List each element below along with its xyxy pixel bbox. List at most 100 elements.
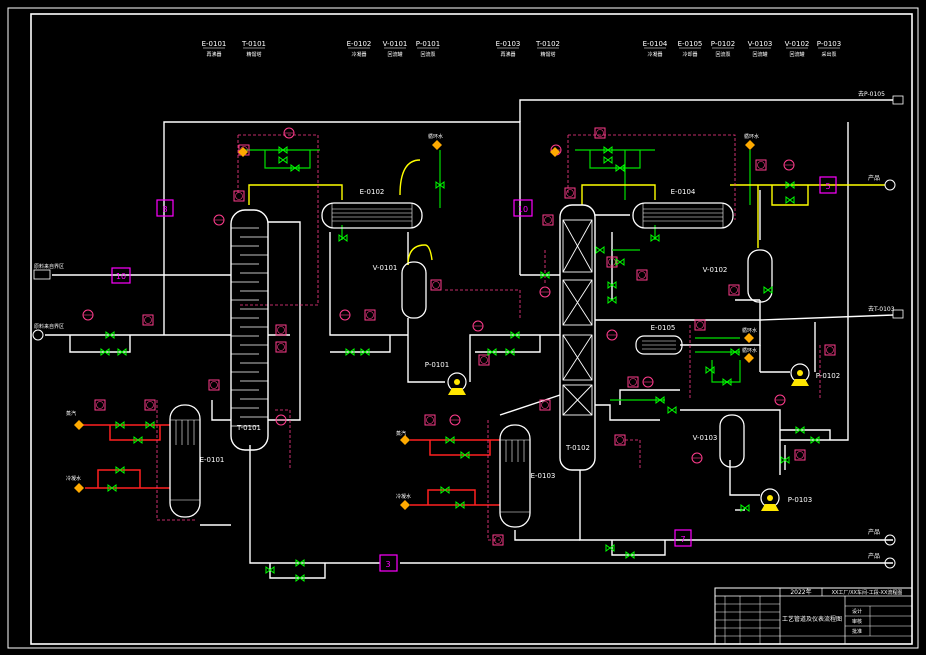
instrument-bubble — [728, 284, 740, 296]
header-label-p0102: P-0102 回流泵 — [711, 40, 735, 58]
instrument-bubble — [627, 376, 639, 388]
instrument-bubble — [213, 214, 225, 226]
valve-icon — [763, 286, 773, 294]
header-tag: P-0102 — [711, 40, 735, 48]
instrument-bubble — [424, 414, 436, 426]
title-block: 2022年 XX工厂/XX车间-工段-XX流程图 工艺管道及仪表流程图 设计 审… — [714, 587, 913, 645]
instrument-bubble — [430, 279, 442, 291]
column-t0101[interactable]: T-0101 — [230, 209, 269, 451]
drum-v0102[interactable]: V-0102 — [703, 249, 773, 303]
header-label-e0101: E-0101 再沸器 — [202, 40, 227, 58]
valve-icon — [505, 348, 515, 356]
header-tag: V-0103 — [748, 40, 773, 48]
header-label-t0102: T-0102 精馏塔 — [535, 40, 560, 58]
header-desc: 再沸器 — [206, 51, 221, 58]
vapor-piping — [248, 159, 885, 266]
instrument-bubble — [783, 159, 795, 171]
header-desc: 回流罐 — [789, 51, 804, 58]
valve-icon — [785, 181, 795, 189]
header-labels: E-0101 再沸器 T-0101 精馏塔 E-0102 冷凝器 V-0101 … — [202, 40, 842, 58]
valves — [100, 146, 820, 582]
instrument-bubble — [275, 324, 287, 336]
instrument-bubble — [233, 190, 245, 202]
stream-label-condensate-2: 冷凝水 — [396, 493, 411, 500]
indicator-diamond-icon — [238, 147, 248, 157]
instrument-bubble — [594, 127, 606, 139]
main-piping — [45, 99, 894, 579]
title-block-row: 审核 — [852, 618, 862, 625]
equipment-tag-e0102: E-0102 — [360, 188, 385, 196]
instrument-bubble — [208, 379, 220, 391]
instrument-bubble — [606, 329, 618, 341]
instrument-bubble — [364, 309, 376, 321]
instrument-bubble — [472, 320, 484, 332]
header-label-p0103: P-0103 采出泵 — [817, 40, 841, 58]
header-tag: P-0101 — [416, 40, 440, 48]
valve-icon — [615, 164, 625, 172]
valve-icon — [290, 164, 300, 172]
valve-icon — [595, 246, 605, 254]
valve-icon — [607, 296, 617, 304]
drawing-frame-outer — [7, 7, 919, 649]
instrument-bubble — [275, 414, 287, 426]
instrument-bubble — [82, 309, 94, 321]
pump-p0103[interactable]: P-0103 — [760, 488, 812, 511]
equipment-tag-e0105: E-0105 — [651, 324, 676, 332]
valve-icon — [607, 281, 617, 289]
indicator-diamond-icon — [550, 147, 560, 157]
exchanger-e0102[interactable]: E-0102 — [321, 188, 423, 229]
valve-icon — [445, 436, 455, 444]
header-tag: P-0103 — [817, 40, 841, 48]
valve-icon — [360, 348, 370, 356]
instrument-bubble — [144, 399, 156, 411]
instrument-bubble — [794, 449, 806, 461]
drum-v0103[interactable]: V-0103 — [693, 414, 745, 468]
valve-icon — [740, 504, 750, 512]
header-tag: E-0102 — [347, 40, 372, 48]
valve-icon — [730, 348, 740, 356]
title-block-drawing-title: 工艺管道及仪表流程图 — [782, 615, 842, 623]
valve-icon — [105, 331, 115, 339]
stream-label-feed-top: 原料来自界区 — [34, 263, 64, 270]
header-desc: 再沸器 — [500, 51, 515, 58]
instrument-bubble — [694, 319, 706, 331]
reboiler-e0101[interactable]: E-0101 — [169, 404, 224, 518]
header-tag: T-0102 — [535, 40, 560, 48]
pump-p0101[interactable]: P-0101 — [425, 361, 467, 395]
equipment-tag-e0104: E-0104 — [671, 188, 696, 196]
exchanger-e0105[interactable]: E-0105 — [635, 324, 683, 355]
stream-label-feed-mid: 原料来自界区 — [34, 323, 64, 330]
exchanger-e0104[interactable]: E-0104 — [632, 188, 734, 229]
instrument-bubble — [642, 376, 654, 388]
pump-p0102[interactable]: P-0102 — [790, 363, 840, 386]
header-tag: E-0103 — [496, 40, 521, 48]
valve-icon — [655, 396, 665, 404]
title-block-drawing-no: XX工厂/XX车间-工段-XX流程图 — [832, 589, 903, 596]
equipment-tag-v0101: V-0101 — [373, 264, 398, 272]
valve-icon — [145, 421, 155, 429]
equipment-tag-p0102: P-0102 — [816, 372, 840, 380]
valve-icon — [115, 421, 125, 429]
instrument-bubble — [824, 344, 836, 356]
valve-icon — [795, 426, 805, 434]
valve-icon — [510, 331, 520, 339]
header-desc: 冷凝器 — [351, 51, 366, 58]
valve-icon — [722, 378, 732, 386]
valve-icon — [265, 566, 275, 574]
column-t0102[interactable]: T-0102 — [559, 204, 596, 471]
reboiler-e0103[interactable]: E-0103 — [499, 424, 555, 528]
valve-icon — [780, 456, 790, 464]
instrument-bubble — [492, 534, 504, 546]
stream-label-condensate: 冷凝水 — [66, 475, 81, 482]
instrument-bubble — [275, 341, 287, 353]
valve-icon — [487, 348, 497, 356]
equipment-tag-t0102: T-0102 — [565, 444, 590, 452]
drum-v0101[interactable]: V-0101 — [373, 261, 427, 319]
stream-labels: 原料来自界区 原料来自界区 蒸汽 冷凝水 蒸汽 冷凝水 循环水 循环水 循环水 … — [32, 90, 904, 569]
valve-icon — [440, 486, 450, 494]
title-block-row: 批准 — [852, 628, 862, 635]
stream-label-cw-2: 循环水 — [744, 133, 759, 140]
valve-icon — [615, 258, 625, 266]
instrument-bubble — [339, 309, 351, 321]
